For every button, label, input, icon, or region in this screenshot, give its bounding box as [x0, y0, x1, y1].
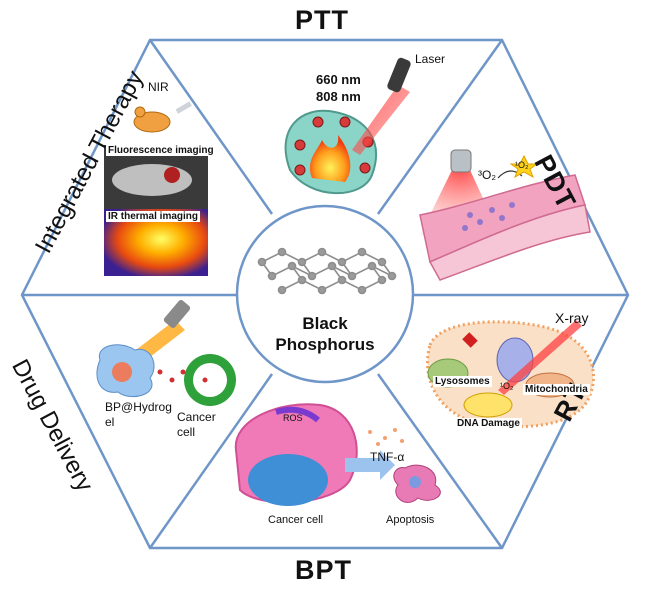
- pdt-triplet-oxygen: ³O₂: [478, 168, 496, 182]
- ptt-wavelength-808: 808 nm: [316, 89, 361, 104]
- drug-hydrogel-line1: BP@Hydrog: [105, 400, 172, 414]
- center-circle: [235, 204, 415, 384]
- bpt-ros-label: ROS: [283, 413, 303, 423]
- rt-mitochondria-label: Mitochondria: [523, 384, 590, 395]
- bpt-title: BPT: [295, 555, 352, 585]
- rt-xray-label: X-ray: [555, 310, 589, 326]
- integrated-fluorescence-label: Fluorescence imaging: [106, 145, 216, 156]
- drug-hydrogel-line2: el: [105, 415, 115, 429]
- drug-cancer-cell-label: Cancer cell: [177, 410, 216, 440]
- section-dividers: [22, 39, 628, 549]
- black-phosphorus-lattice: [257, 247, 397, 295]
- drug-cancer-line1: Cancer: [177, 410, 216, 424]
- ptt-laser-label: Laser: [415, 52, 446, 66]
- ptt-title: PTT: [295, 5, 349, 35]
- bpt-tnf-label: TNF-α: [370, 450, 405, 464]
- center-label: Black Phosphorus: [275, 313, 375, 355]
- bpt-cancer-cell-label: Cancer cell: [268, 514, 324, 526]
- drug-cancer-line2: cell: [177, 425, 196, 439]
- rt-dna-damage-label: DNA Damage: [455, 418, 522, 429]
- rt-lysosomes-label: Lysosomes: [433, 376, 492, 387]
- drug-delivery-illustration: [96, 300, 236, 406]
- bpt-apoptosis-label: Apoptosis: [386, 514, 435, 526]
- rt-singlet-oxygen: ¹O₂: [500, 381, 514, 391]
- center-line1: Black: [302, 314, 348, 333]
- integrated-ir-thermal-label: IR thermal imaging: [106, 211, 201, 222]
- drug-hydrogel-label: BP@Hydrog el: [105, 400, 172, 430]
- bpt-illustration: [234, 403, 441, 506]
- center-line2: Phosphorus: [275, 335, 375, 354]
- ptt-wavelength-660: 660 nm: [316, 72, 361, 87]
- pdt-singlet-oxygen: ¹O₂: [515, 160, 529, 170]
- integrated-nir-label: NIR: [148, 80, 169, 94]
- ptt-illustration: [284, 57, 411, 195]
- pdt-illustration: [419, 149, 591, 281]
